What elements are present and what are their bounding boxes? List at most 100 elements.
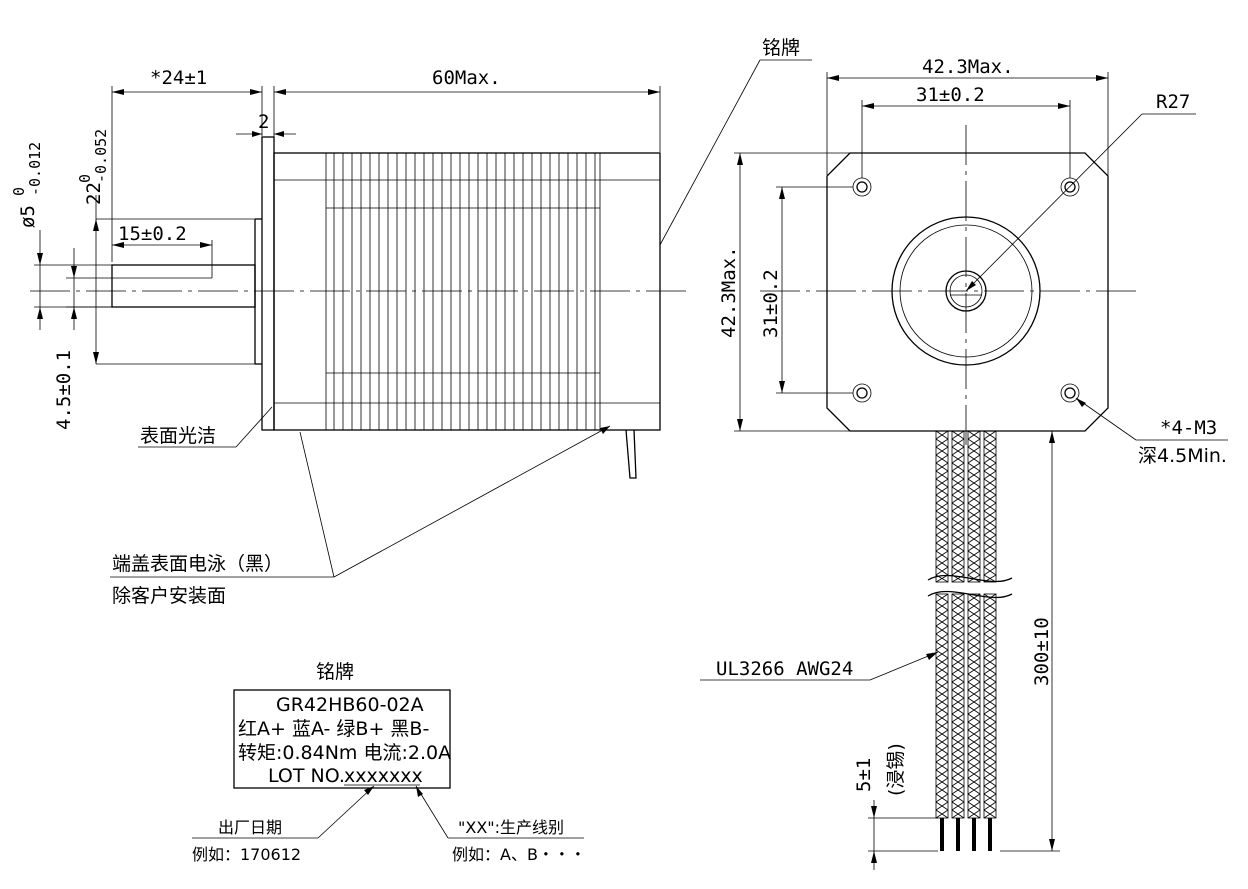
dim-hole-spacing-v: 31±0.2 bbox=[760, 269, 782, 338]
dim-pilot-tol-lower: -0.052 bbox=[92, 129, 110, 183]
wire-braid bbox=[935, 745, 949, 755]
wire-braid bbox=[935, 558, 949, 568]
wire-braid bbox=[967, 785, 981, 795]
wire-braid bbox=[935, 438, 949, 448]
nameplate-wiring: 红A+ 蓝A- 绿B+ 黑B- bbox=[238, 718, 429, 740]
wire-braid bbox=[951, 753, 965, 763]
wire-braid bbox=[951, 494, 965, 504]
example-production-line: 例如：A、B・・・ bbox=[452, 845, 586, 864]
wire-braid bbox=[951, 785, 965, 795]
dim-pilot-tol-upper: 0 bbox=[76, 174, 94, 183]
wire-braid bbox=[951, 633, 965, 643]
wire-braid bbox=[935, 550, 949, 560]
lead-wire bbox=[967, 430, 981, 583]
wire-braid bbox=[983, 486, 997, 496]
dim-shaft-protrusion: *24±1 bbox=[150, 67, 207, 89]
wire-braid bbox=[967, 617, 981, 627]
wire-braid bbox=[951, 649, 965, 659]
wire-braid bbox=[983, 470, 997, 480]
wire-braid bbox=[967, 550, 981, 560]
wire-braid bbox=[983, 657, 997, 667]
wire-braid bbox=[951, 470, 965, 480]
wire-braid bbox=[935, 574, 949, 583]
wire-braid bbox=[983, 721, 997, 731]
wire-braid bbox=[951, 713, 965, 723]
wire-braid bbox=[951, 705, 965, 715]
dim-shaft-tol-lower: -0.012 bbox=[26, 142, 44, 196]
nameplate-ratings: 转矩:0.84Nm 电流:2.0A bbox=[238, 742, 451, 764]
wire-braid bbox=[983, 438, 997, 448]
wire-braid bbox=[983, 681, 997, 691]
wire-braid bbox=[935, 502, 949, 512]
wire-braid bbox=[983, 518, 997, 528]
wire-braid bbox=[935, 697, 949, 707]
wire-braid bbox=[951, 601, 965, 611]
wire-braid bbox=[983, 777, 997, 787]
wire-braid bbox=[967, 438, 981, 448]
wire-braid bbox=[983, 454, 997, 464]
wire-braid bbox=[983, 542, 997, 552]
wire-braid bbox=[935, 494, 949, 504]
wire-braid bbox=[983, 617, 997, 627]
wire-braid bbox=[983, 446, 997, 456]
wire-braid bbox=[951, 745, 965, 755]
wire-braid bbox=[951, 737, 965, 747]
wire-braid bbox=[935, 462, 949, 472]
wire-braid bbox=[951, 566, 965, 576]
wire-braid bbox=[951, 625, 965, 635]
dim-strip-length: 5±1 bbox=[853, 758, 875, 792]
wire-braid bbox=[983, 550, 997, 560]
wire-braid bbox=[951, 430, 965, 440]
wire-braid bbox=[967, 526, 981, 536]
wire-braid bbox=[983, 633, 997, 643]
example-production-date: 例如：170612 bbox=[192, 845, 301, 864]
wire-braid bbox=[967, 566, 981, 576]
wire-braid bbox=[935, 454, 949, 464]
wire-braid bbox=[983, 566, 997, 576]
wire-braid bbox=[935, 633, 949, 643]
dim-flat-length: 15±0.2 bbox=[118, 223, 187, 245]
wire-braid bbox=[983, 689, 997, 699]
label-production-date: 出厂日期 bbox=[218, 818, 282, 837]
wire-braid bbox=[967, 745, 981, 755]
note-coating-2: 除客户安装面 bbox=[112, 585, 226, 607]
wire-braid bbox=[951, 454, 965, 464]
wire-braid bbox=[935, 542, 949, 552]
front-view: 42.3Max. 31±0.2 R27 42.3Max. 31±0.2 *4-M… bbox=[700, 56, 1228, 870]
wire-braid bbox=[983, 745, 997, 755]
wire-braid bbox=[967, 633, 981, 643]
wire-braid bbox=[951, 681, 965, 691]
wire-braid bbox=[983, 649, 997, 659]
callout-nameplate: 铭牌 bbox=[762, 37, 800, 59]
wire-braid bbox=[967, 609, 981, 619]
wire-braid bbox=[967, 430, 981, 440]
label-production-line: "XX":生产线别 bbox=[458, 818, 564, 837]
wire-braid bbox=[935, 753, 949, 763]
wire-braid bbox=[967, 601, 981, 611]
note-thread: *4-M3 bbox=[1160, 417, 1217, 439]
lead-wire bbox=[951, 430, 965, 583]
nameplate-title: 铭牌 bbox=[316, 661, 354, 683]
wire-braid bbox=[983, 713, 997, 723]
dim-lead-length: 300±10 bbox=[1031, 617, 1053, 686]
wire-braid bbox=[935, 793, 949, 803]
note-surface-finish: 表面光洁 bbox=[140, 425, 216, 447]
wire-braid bbox=[967, 494, 981, 504]
wire-braid bbox=[935, 641, 949, 651]
wire-braid bbox=[967, 761, 981, 771]
wire-braid bbox=[967, 518, 981, 528]
wire-braid bbox=[967, 470, 981, 480]
wire-braid bbox=[951, 769, 965, 779]
wire-braid bbox=[935, 809, 949, 819]
wire-braid bbox=[951, 793, 965, 803]
dim-pilot-dia: 22 bbox=[83, 182, 105, 205]
wire-braid bbox=[967, 641, 981, 651]
wire-braid bbox=[983, 705, 997, 715]
wire-braid bbox=[983, 737, 997, 747]
wire-braid bbox=[935, 518, 949, 528]
wire-braid bbox=[983, 430, 997, 440]
wire-braid bbox=[983, 601, 997, 611]
wire-braid bbox=[967, 769, 981, 779]
note-tinned: (浸锡) bbox=[885, 743, 907, 796]
wire-braid bbox=[967, 462, 981, 472]
